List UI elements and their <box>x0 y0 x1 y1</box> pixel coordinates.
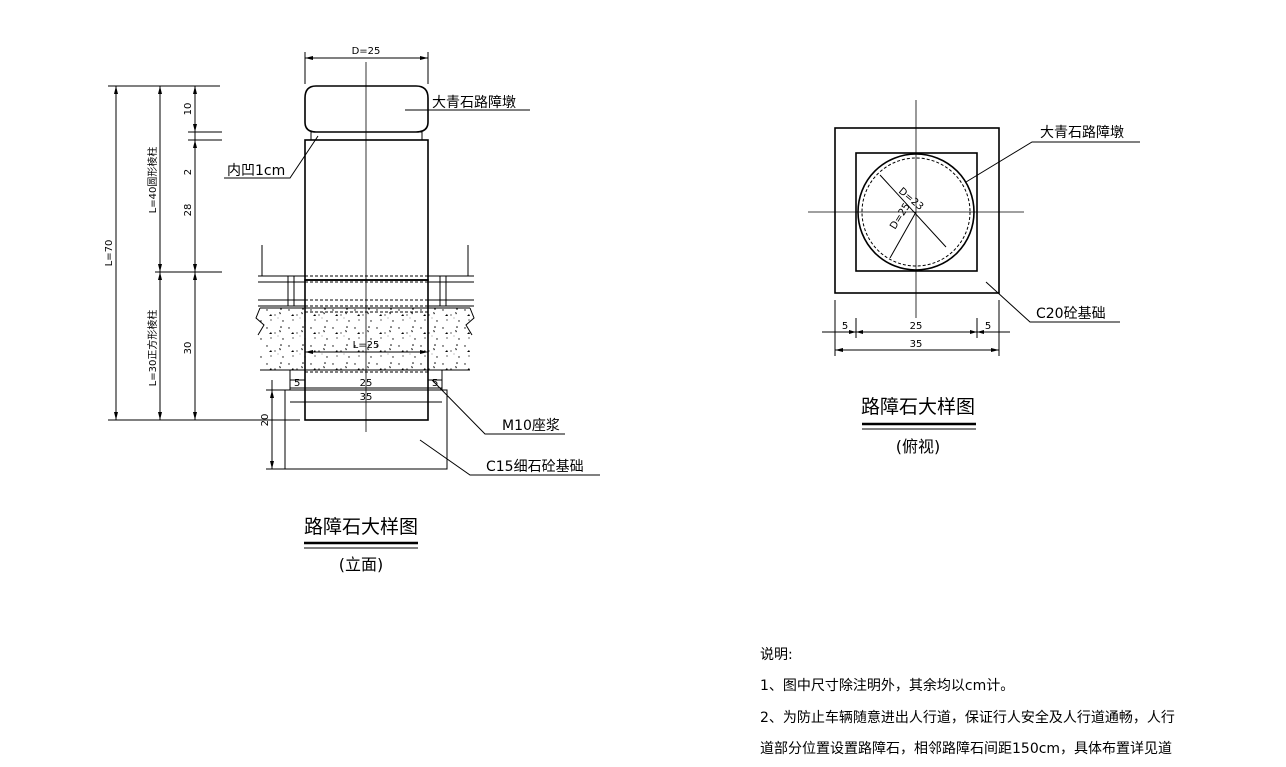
stone-square-shaft <box>304 279 429 421</box>
dim-L70-text: L=70 <box>104 240 115 267</box>
plan-leader-found <box>985 281 1120 323</box>
leader-mortar <box>431 379 565 435</box>
plan-leader-stone <box>965 141 1140 183</box>
dim-L40-text: L=40圆形棱柱 <box>146 147 159 214</box>
dim-inner-25-text: 25 <box>360 378 373 389</box>
plan-title: 路障石大样图 <box>861 396 975 418</box>
notes-heading: 说明: <box>760 647 793 663</box>
break-mark-left <box>255 307 265 336</box>
notes-block: 说明: 1、图中尺寸除注明外，其余均以cm计。 2、为防止车辆随意进出人行道，保… <box>760 647 1175 757</box>
plan-view: D=23 D=25 大青石路障墩 C20砼基础 5 25 5 35 路障石大样图… <box>808 100 1140 456</box>
dim-L40-L30 <box>155 86 222 420</box>
c20-foundation <box>834 127 1000 294</box>
plan-d25-text: D=25 <box>888 201 913 231</box>
plan-dim-5b-text: 5 <box>985 321 991 332</box>
paving-layer <box>258 275 474 307</box>
notes-line-3: 道部分位置设置路障石，相邻路障石间距150cm，具体布置详见道 <box>760 741 1172 757</box>
paving-joints <box>287 276 447 306</box>
plan-diameter-lines <box>879 174 947 259</box>
stone-round-shaft <box>304 139 429 281</box>
dashed-level-lines <box>305 275 428 373</box>
dim-inner-5b-text: 5 <box>432 378 438 389</box>
elevation-subtitle: (立面) <box>339 555 384 574</box>
elevation-view: D=25 大青石路障墩 内凹1cm M10座浆 C15细石砼基础 L=70 L=… <box>104 46 600 574</box>
plan-label-stone: 大青石路障墩 <box>1040 125 1124 141</box>
dim-inner-L25-text: L=25 <box>353 340 380 351</box>
dim-chain <box>188 86 222 420</box>
notes-line-1: 1、图中尺寸除注明外，其余均以cm计。 <box>760 677 1014 694</box>
plan-dim-5a-text: 5 <box>842 321 848 332</box>
dim-28-text: 28 <box>183 204 194 217</box>
dim-inner-5a-text: 5 <box>294 378 300 389</box>
paving-left-stub <box>261 245 469 276</box>
notes-line-2: 2、为防止车辆随意进出人行道，保证行人安全及人行道通畅，人行 <box>760 709 1175 726</box>
dim-inner-35-text: 35 <box>360 392 373 403</box>
plan-label-found: C20砼基础 <box>1036 305 1106 322</box>
stone-recess-band <box>310 131 423 141</box>
dim-20-arrows <box>270 390 274 469</box>
dim-top-text: D=25 <box>352 46 381 57</box>
dim-10-text: 10 <box>183 103 194 116</box>
plan-subtitle: (俯视) <box>896 437 941 456</box>
dim-L30-text: L=30正方形棱柱 <box>146 310 159 387</box>
dim-top <box>304 52 429 84</box>
label-foundation: C15细石砼基础 <box>486 458 584 475</box>
label-mortar: M10座浆 <box>502 418 560 434</box>
plan-dim-25-text: 25 <box>910 321 923 332</box>
break-mark-right <box>465 307 475 336</box>
dim-2-text: 2 <box>183 169 194 175</box>
plan-dim-35-text: 35 <box>910 339 923 350</box>
base-course <box>260 308 470 370</box>
leader-foundation <box>419 439 600 476</box>
dim-L70 <box>108 85 300 421</box>
elevation-title: 路障石大样图 <box>304 516 418 538</box>
stone-head <box>304 85 429 133</box>
plan-dim-row1-arrows <box>849 330 984 334</box>
leader-recess <box>224 135 319 179</box>
plan-dim-ext <box>834 300 1000 356</box>
dim-30-text: 30 <box>183 342 194 355</box>
label-stone: 大青石路障墩 <box>432 95 516 111</box>
label-recess: 内凹1cm <box>227 163 285 179</box>
dim-20-text: 20 <box>260 414 271 427</box>
